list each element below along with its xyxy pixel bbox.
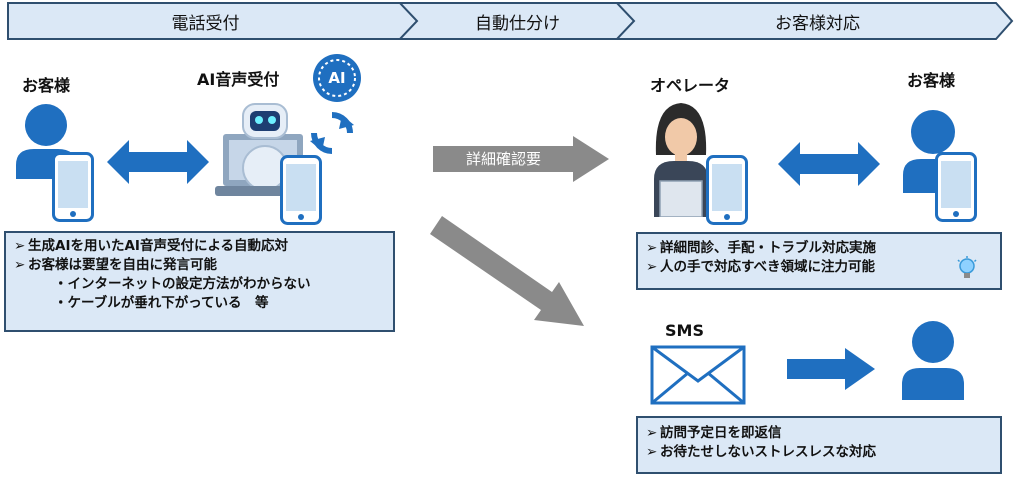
sub-item: ・ケーブルが垂れ下がっている 等 [54, 295, 269, 311]
ai-reception-info-box: ➢生成AIを用いたAI音声受付による自動応対 ➢お客様は要望を自由に発言可能 ・… [4, 231, 395, 332]
bullet-text: 訪問予定日を即返信 [660, 425, 782, 441]
bullet-text: 人の手で対応すべき領域に注力可能 [660, 259, 876, 275]
refresh-icon [310, 112, 354, 154]
detail-check-arrow [433, 136, 609, 182]
stage-label-customer-response: お客様対応 [775, 14, 860, 34]
ai-head-icon: AI [313, 54, 361, 102]
chevron-right-icon: ➢ [646, 444, 658, 460]
sms-info-box: ➢訪問予定日を即返信 ➢お待たせしないストレスレスな対応 [636, 416, 1002, 474]
stage-label-auto-sorting: 自動仕分け [475, 14, 560, 34]
customer-label-right: お客様 [907, 71, 956, 90]
stage-chevrons [7, 2, 1014, 40]
immediate-response-arrow [430, 216, 584, 326]
chevron-right-icon: ➢ [14, 238, 26, 254]
operator-info-box: ➢詳細問診、手配・トラブル対応実施 ➢人の手で対応すべき領域に注力可能 [636, 232, 1002, 290]
stage-chevron-3 [614, 2, 1014, 40]
sms-label: SMS [665, 321, 704, 340]
forward-arrow-icon [787, 348, 875, 390]
envelope-icon [650, 345, 746, 405]
stage-label-call-reception: 電話受付 [171, 14, 240, 34]
bullet-text: 詳細問診、手配・トラブル対応実施 [660, 240, 876, 256]
chevron-right-icon: ➢ [646, 425, 658, 441]
bullet-item: ➢お客様は要望を自由に発言可能 [14, 256, 385, 275]
customer-label-left: お客様 [22, 76, 71, 95]
ai-badge-text: AI [328, 69, 345, 87]
bullet-item: ➢訪問予定日を即返信 [646, 424, 992, 443]
customer-person-icon [902, 321, 964, 400]
bullet-item: ➢人の手で対応すべき領域に注力可能 [646, 258, 992, 277]
double-arrow-icon [778, 142, 880, 186]
smartphone-icon [706, 155, 748, 225]
smartphone-icon [280, 155, 322, 225]
bullet-text: お待たせしないストレスレスな対応 [660, 444, 876, 460]
lightbulb-icon [957, 256, 977, 278]
stage-bar [0, 0, 1016, 44]
bullet-text: お客様は要望を自由に発言可能 [28, 257, 217, 273]
operator-label: オペレータ [650, 76, 731, 95]
ai-voice-reception-label: AI音声受付 [197, 70, 280, 89]
smartphone-icon [52, 152, 94, 222]
smartphone-icon [935, 152, 977, 222]
chevron-right-icon: ➢ [14, 257, 26, 273]
bullet-item: ➢生成AIを用いたAI音声受付による自動応対 [14, 237, 385, 256]
chevron-right-icon: ➢ [646, 240, 658, 256]
bullet-item: ➢詳細問診、手配・トラブル対応実施 [646, 239, 992, 258]
chevron-right-icon: ➢ [646, 259, 658, 275]
bullet-text: 生成AIを用いたAI音声受付による自動応対 [28, 238, 289, 254]
sub-item: ・インターネットの設定方法がわからない [54, 276, 311, 292]
bullet-item: ➢お待たせしないストレスレスな対応 [646, 443, 992, 462]
detail-check-label: 詳細確認要 [466, 150, 542, 168]
operator-person-icon [654, 103, 708, 217]
double-arrow-icon [107, 140, 209, 184]
